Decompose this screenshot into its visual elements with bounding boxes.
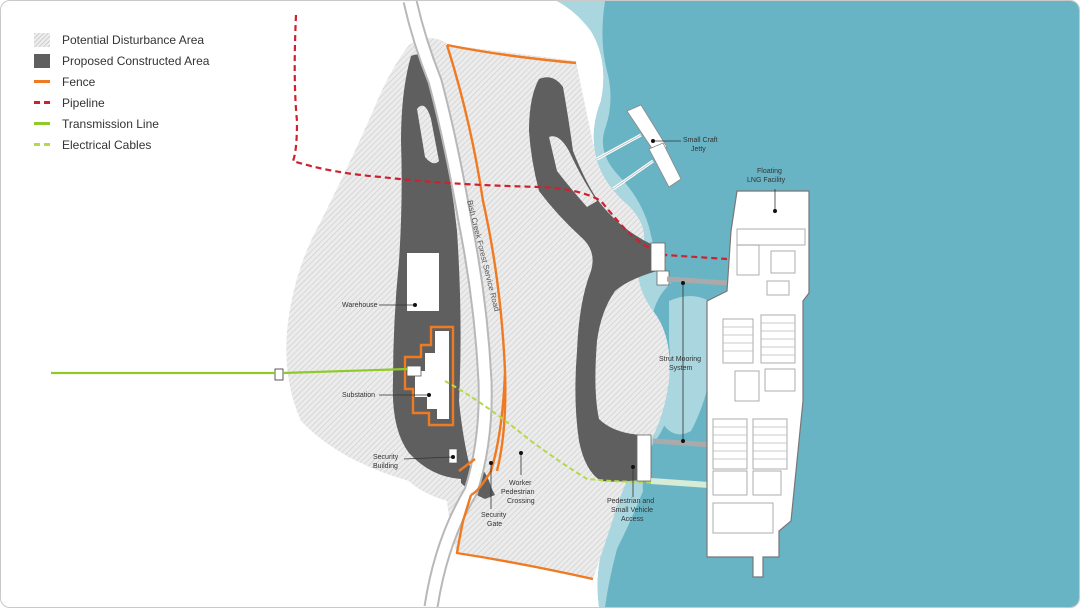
substation-building [415, 331, 449, 419]
small-craft-label-1: Small Craft [683, 137, 718, 144]
worker-crossing-label-2: Pedestrian [501, 489, 535, 496]
warehouse-label: Warehouse [342, 302, 378, 309]
west-pad-void [417, 105, 439, 164]
security-gate-label-2: Gate [487, 521, 502, 528]
legend-label: Transmission Line [62, 116, 159, 131]
legend-item-pipeline: Pipeline [34, 92, 209, 113]
worker-crossing-label-1: Worker [509, 480, 532, 487]
road-fence [445, 43, 594, 581]
security-building-label-2: Building [373, 463, 398, 470]
substation-fence [403, 325, 455, 427]
legend-label: Fence [62, 74, 96, 89]
hatch-swatch-icon [34, 32, 50, 47]
security-building-label-1: Security [373, 454, 399, 461]
transmission-line-icon [34, 122, 50, 125]
mooring-strut-north [666, 276, 728, 286]
lng-label-1: Floating [757, 168, 782, 175]
access-label-2: Small Vehicle [611, 507, 653, 514]
east-pad [529, 77, 657, 482]
legend-item-constructed: Proposed Constructed Area [34, 50, 209, 71]
transformer [406, 365, 422, 377]
loading-platform [650, 242, 666, 272]
callout-lines [379, 140, 776, 509]
legend-label: Proposed Constructed Area [62, 53, 210, 68]
callout-dots [413, 139, 777, 469]
security-gate-label-1: Security [481, 512, 507, 519]
legend-label: Potential Disturbance Area [62, 32, 205, 47]
east-pad-void [549, 136, 597, 207]
floating-lng-facility [706, 190, 810, 578]
service-road-inner [404, 1, 491, 607]
mooring-label-2: System [669, 365, 693, 372]
small-craft-label-2: Jetty [691, 146, 706, 153]
legend-item-transmission: Transmission Line [34, 113, 209, 134]
legend-label: Electrical Cables [62, 137, 152, 152]
lng-label-2: LNG Facility [747, 177, 786, 184]
access-label-1: Pedestrian and [607, 498, 654, 505]
legend-item-fence: Fence [34, 71, 209, 92]
legend-item-cables: Electrical Cables [34, 134, 209, 155]
cable-line-icon [34, 143, 50, 146]
warehouse-building [407, 253, 439, 311]
access-bridge [650, 478, 710, 488]
transmission-line [51, 367, 408, 375]
legend-label: Pipeline [62, 95, 105, 110]
substation-label: Substation [342, 392, 375, 399]
access-label-3: Access [621, 516, 644, 523]
worker-crossing-label-3: Crossing [507, 498, 535, 505]
deep-water [557, 1, 1079, 607]
transmission-tower [274, 368, 284, 381]
electrical-cables [444, 380, 712, 486]
fence-line-icon [34, 80, 50, 83]
solid-swatch-icon [34, 53, 50, 68]
pipeline [291, 14, 728, 261]
pipeline-line-icon [34, 101, 50, 104]
map-legend: Potential Disturbance Area Proposed Cons… [34, 29, 209, 155]
mooring-label-1: Strut Mooring [659, 356, 701, 363]
mooring-basin [661, 296, 713, 435]
access-trestle [636, 434, 652, 482]
legend-item-disturbance: Potential Disturbance Area [34, 29, 209, 50]
